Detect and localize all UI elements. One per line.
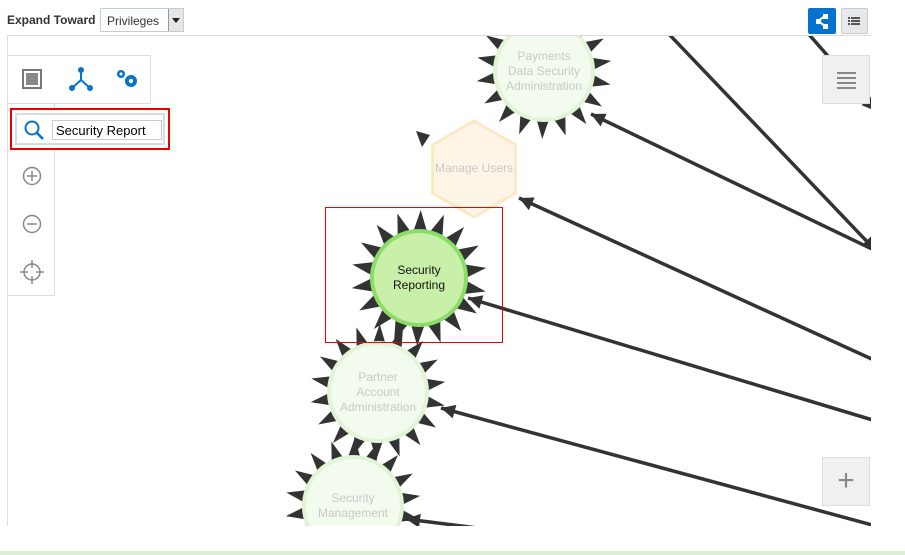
node-spike xyxy=(412,210,428,235)
edge-line xyxy=(590,112,871,251)
node-spike xyxy=(410,321,426,346)
node-circle xyxy=(302,455,404,526)
search-input[interactable]: Security Report xyxy=(52,120,162,140)
zoom-to-fit-icon[interactable] xyxy=(19,259,45,285)
edge-line xyxy=(668,36,871,249)
graph-toolbox xyxy=(7,55,151,104)
search-highlight: Security Report xyxy=(10,108,170,150)
hierarchy-layout-icon[interactable] xyxy=(68,66,94,92)
node-label[interactable]: Security Management xyxy=(317,491,389,520)
overview-menu-button[interactable] xyxy=(822,55,870,104)
search-box: Security Report xyxy=(15,113,165,145)
expand-panel-button[interactable]: + xyxy=(822,457,870,506)
node-circle xyxy=(370,229,468,327)
edge-arrowhead xyxy=(416,131,430,147)
graph-view-button[interactable] xyxy=(808,8,836,34)
node-manage-users-hexagon xyxy=(430,119,518,219)
plus-icon: + xyxy=(837,464,855,497)
bottom-bar xyxy=(0,551,905,555)
node-label[interactable]: Manage Users xyxy=(434,161,514,175)
list-view-button[interactable] xyxy=(841,8,868,34)
chevron-down-icon[interactable] xyxy=(168,9,183,31)
hamburger-menu-icon xyxy=(837,72,856,89)
zoom-in-icon[interactable] xyxy=(21,165,43,187)
edge-arrowhead xyxy=(591,113,607,127)
node-label[interactable]: Security Reporting xyxy=(392,263,446,292)
node-label[interactable]: Partner Account Administration xyxy=(339,370,417,414)
expand-toward-label: Expand Toward xyxy=(7,13,96,27)
search-icon[interactable] xyxy=(23,119,45,141)
zoom-out-icon[interactable] xyxy=(21,213,43,235)
select-all-icon[interactable] xyxy=(22,69,42,89)
settings-gears-icon[interactable] xyxy=(115,68,141,90)
edge-line xyxy=(518,196,871,361)
graph-svg xyxy=(285,36,871,526)
edge-arrowhead xyxy=(468,295,484,309)
edge-line xyxy=(440,406,871,526)
edge-arrowhead xyxy=(441,404,457,419)
list-view-icon xyxy=(848,17,860,25)
selected-node-highlight xyxy=(325,207,503,343)
node-circle xyxy=(327,341,429,443)
edge-line xyxy=(405,517,476,526)
node-label[interactable]: Payments Data Security Administration xyxy=(505,49,583,93)
expand-toward-value: Privileges xyxy=(107,14,160,28)
edge-line xyxy=(467,296,871,422)
graph-view-icon xyxy=(816,14,828,29)
edge-arrowhead xyxy=(519,197,535,211)
node-circle xyxy=(493,36,595,122)
